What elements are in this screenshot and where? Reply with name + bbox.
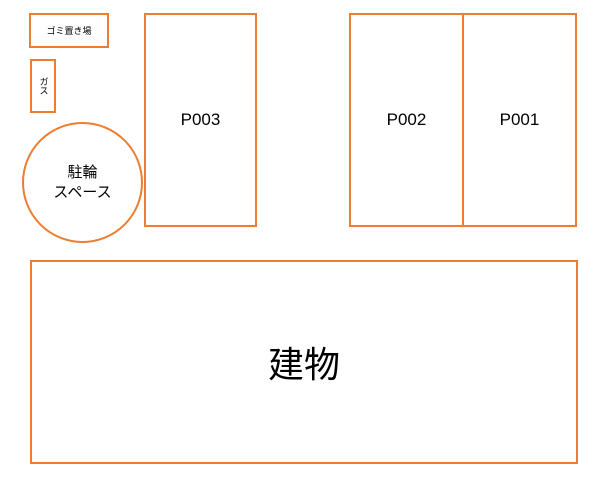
parking-space-label: P003 — [180, 110, 221, 129]
gas-area: ガス — [30, 59, 56, 113]
bicycle-parking-label-line-1: 駐輪 — [67, 163, 98, 181]
parking-space-p003: P003 — [144, 13, 257, 227]
garbage-area-label: ゴミ置き場 — [46, 26, 92, 36]
building-label: 建物 — [267, 344, 340, 385]
parking-space-p001: P001 — [462, 13, 577, 227]
parking-space-label: P001 — [499, 110, 540, 129]
parking-space-p002: P002 — [349, 13, 464, 227]
bicycle-parking-label-line-2: スペース — [53, 183, 112, 201]
building-area: 建物 — [30, 260, 578, 464]
gas-area-label: ガス — [38, 77, 49, 95]
bicycle-parking-area: 駐輪 スペース — [22, 122, 143, 243]
garbage-area: ゴミ置き場 — [29, 13, 109, 48]
parking-space-label: P002 — [386, 110, 427, 129]
